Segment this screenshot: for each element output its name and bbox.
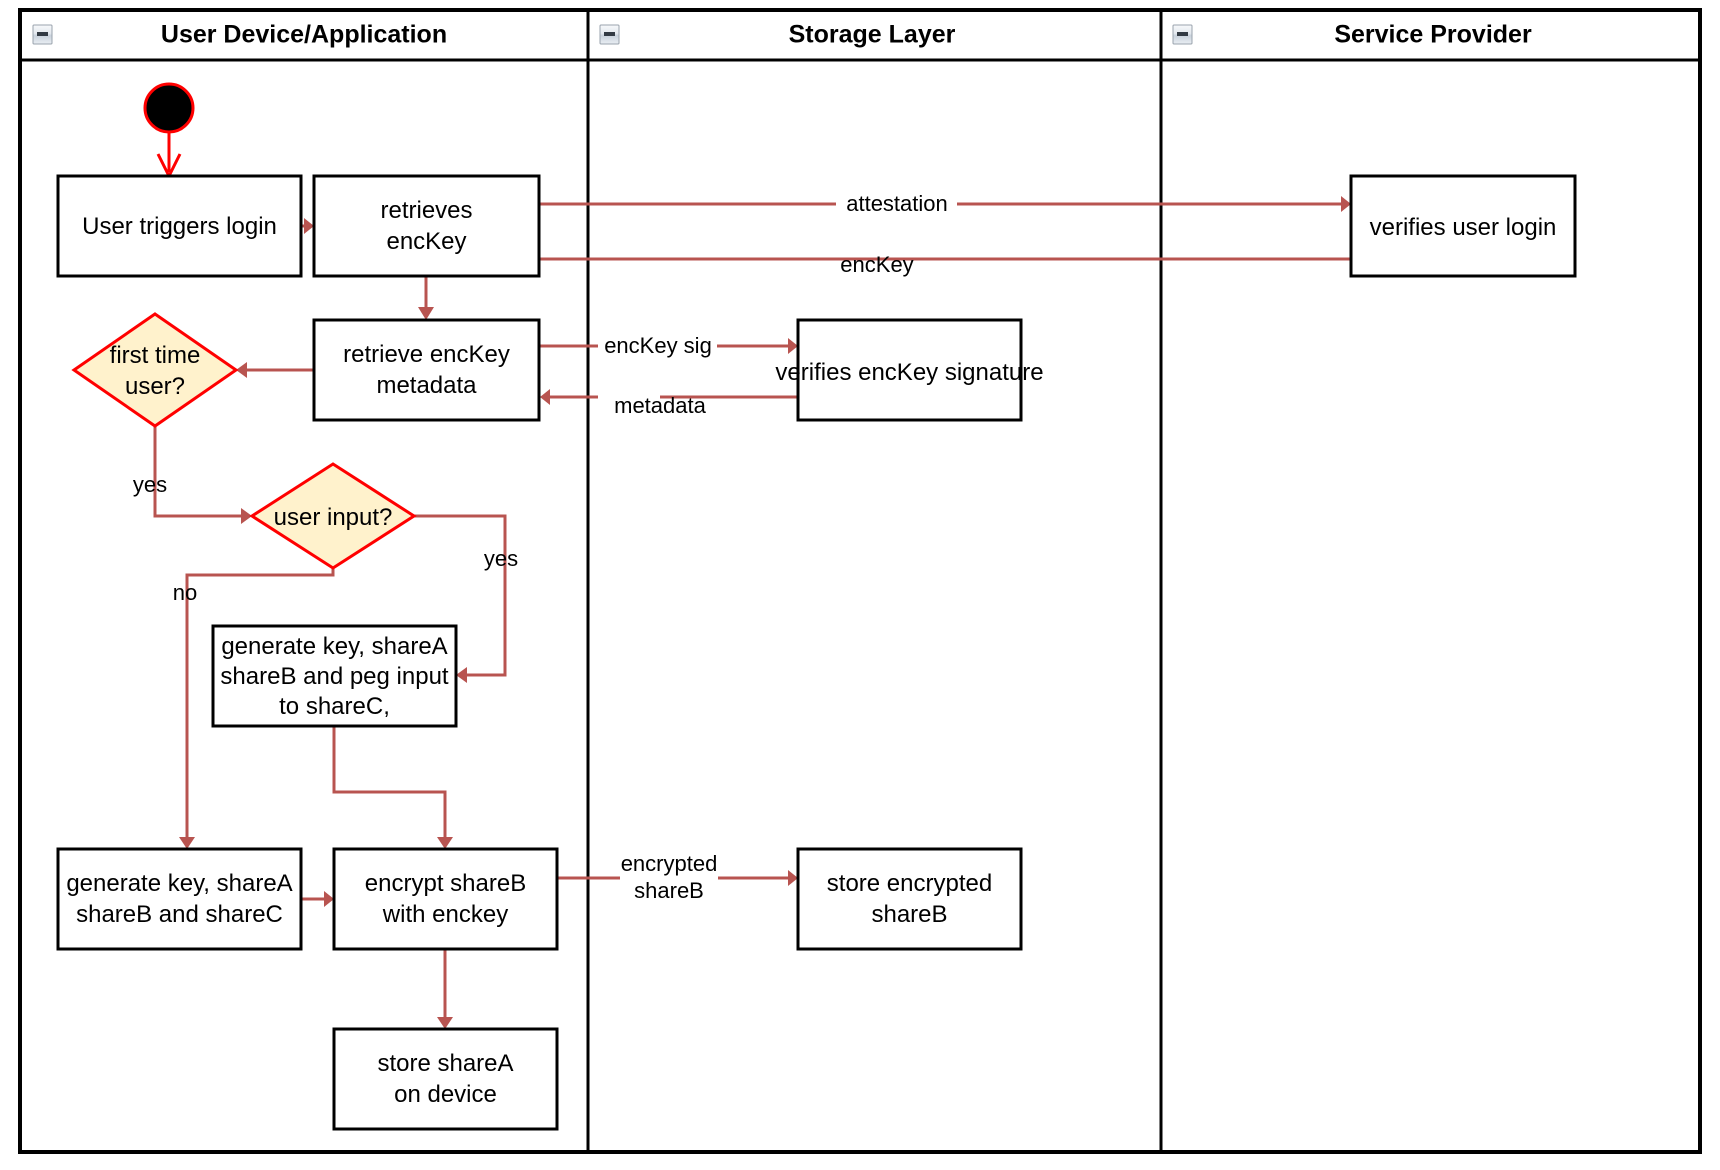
- action-label: metadata: [376, 372, 477, 399]
- action-label: with enckey: [382, 901, 508, 928]
- decision-label: first time: [110, 342, 201, 369]
- action-label: User triggers login: [82, 213, 277, 240]
- action-label: store shareA: [377, 1050, 513, 1077]
- lane-title-service-provider: Service Provider: [1334, 21, 1532, 49]
- lane-title-user-device: User Device/Application: [161, 21, 447, 49]
- action-store-sharea[interactable]: store shareA on device: [332, 1027, 559, 1131]
- edge-userinput-yes: yes: [414, 514, 518, 683]
- collapse-minus-icon[interactable]: [32, 24, 53, 45]
- action-retrieves-enckey[interactable]: retrieves encKey: [312, 174, 541, 278]
- lane-header-storage[interactable]: Storage Layer: [599, 21, 956, 49]
- decision-user-input[interactable]: user input?: [249, 462, 417, 570]
- edge-shares-to-encrypt: [301, 891, 334, 907]
- lane-header-user-device[interactable]: User Device/Application: [32, 21, 447, 49]
- edge-enckey-sig: encKey sig: [539, 333, 798, 358]
- action-retrieve-enckey-metadata[interactable]: retrieve encKey metadata: [312, 318, 541, 422]
- collapse-minus-icon[interactable]: [1172, 24, 1193, 45]
- edge-metadata-return: metadata: [540, 389, 798, 418]
- edge-firsttime-yes: yes: [133, 426, 252, 524]
- action-label: verifies user login: [1370, 214, 1557, 241]
- decision-first-time-user[interactable]: first time user?: [71, 312, 239, 428]
- initial-node[interactable]: [143, 82, 195, 134]
- edge-label-metadata: metadata: [614, 393, 706, 418]
- collapse-minus-icon[interactable]: [599, 24, 620, 45]
- diagram-outer-frame: [18, 8, 1702, 1154]
- action-label: shareB: [871, 901, 947, 928]
- edge-attestation: attestation: [539, 191, 1351, 216]
- action-verifies-enckey-signature[interactable]: verifies encKey signature: [775, 318, 1044, 422]
- lane-title-storage: Storage Layer: [789, 21, 956, 49]
- action-store-encrypted-shareb[interactable]: store encrypted shareB: [796, 847, 1023, 951]
- edge-encrypted-shareb: encrypted shareB: [557, 851, 798, 903]
- swimlane-frame: [18, 8, 1702, 1154]
- action-encrypt-shareb[interactable]: encrypt shareB with enckey: [332, 847, 559, 951]
- action-label: shareB and peg input: [220, 663, 449, 690]
- action-label: shareB and shareC: [76, 901, 283, 928]
- edge-metadata-to-firsttime: [236, 362, 314, 378]
- action-label: retrieves: [380, 197, 472, 224]
- action-generate-key-peg[interactable]: generate key, shareA shareB and peg inpu…: [211, 624, 458, 728]
- edge-start-to-login: [156, 133, 182, 180]
- edge-userinput-no: no: [173, 568, 335, 849]
- edge-label-enckey: encKey: [840, 252, 913, 277]
- decision-label: user?: [125, 373, 185, 400]
- action-label: verifies encKey signature: [775, 359, 1043, 386]
- decision-label: user input?: [274, 504, 393, 531]
- action-label: on device: [394, 1081, 497, 1108]
- edge-retrieves-to-metadata: [418, 276, 434, 320]
- action-label: to shareC,: [279, 693, 390, 720]
- edge-label-attestation: attestation: [846, 191, 948, 216]
- action-verifies-user-login[interactable]: verifies user login: [1349, 174, 1577, 278]
- action-label: generate key, shareA: [221, 633, 447, 660]
- edge-label-encrypted-shareb-line2: shareB: [634, 878, 704, 903]
- edge-label-userinput-yes: yes: [484, 546, 518, 571]
- edge-label-enckey-sig: encKey sig: [604, 333, 712, 358]
- action-label: retrieve encKey: [343, 341, 510, 368]
- action-user-triggers-login[interactable]: User triggers login: [56, 174, 303, 278]
- edge-label-encrypted-shareb-line1: encrypted: [621, 851, 718, 876]
- action-label: encKey: [386, 228, 466, 255]
- action-generate-key-shares[interactable]: generate key, shareA shareB and shareC: [56, 847, 303, 951]
- edge-label-userinput-no: no: [173, 580, 197, 605]
- lane-header-service-provider[interactable]: Service Provider: [1172, 21, 1532, 49]
- action-label: generate key, shareA: [66, 870, 292, 897]
- edge-login-to-retrieves: [301, 218, 314, 234]
- edge-peg-to-encrypt: [332, 726, 453, 849]
- action-label: encrypt shareB: [365, 870, 526, 897]
- edge-label-firsttime-yes: yes: [133, 472, 167, 497]
- edge-encrypt-to-store-sharea: [437, 949, 453, 1029]
- action-label: store encrypted: [827, 870, 992, 897]
